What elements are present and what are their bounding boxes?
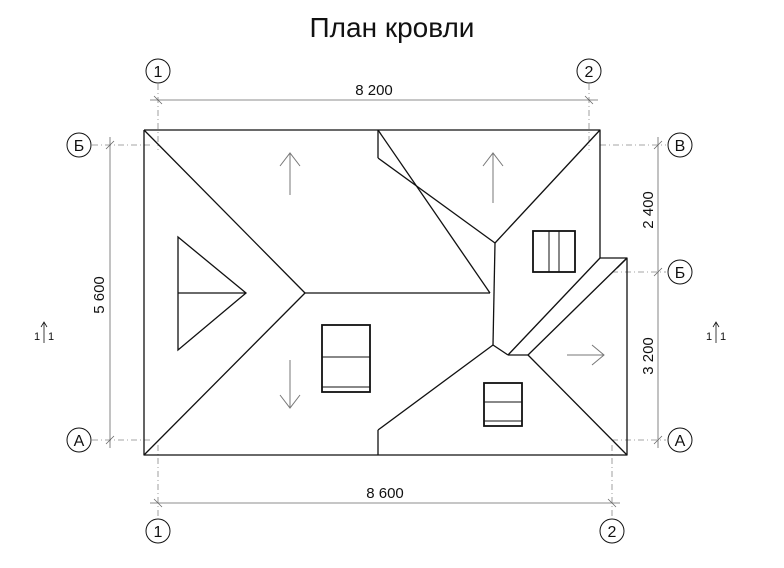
section-mark-left: 1 1 bbox=[34, 321, 54, 343]
section-mark-left-a: 1 bbox=[34, 331, 40, 343]
axis-label-left-top: Б bbox=[74, 138, 85, 155]
axis-label-right-mid: Б bbox=[675, 265, 686, 282]
dormer-triangle bbox=[177, 235, 248, 352]
dim-left: 5 600 bbox=[91, 276, 108, 314]
dimension-lines bbox=[105, 95, 663, 508]
axis-lines bbox=[92, 84, 666, 520]
dim-top: 8 200 bbox=[355, 82, 393, 99]
roof-outline bbox=[143, 129, 628, 456]
skylight-bottom-right bbox=[483, 382, 523, 427]
arrow-down-icon bbox=[279, 360, 301, 409]
axis-bubbles bbox=[66, 58, 693, 544]
arrow-up-icon bbox=[482, 152, 504, 203]
section-mark-right-a: 1 bbox=[706, 331, 712, 343]
arrow-right-icon bbox=[567, 344, 605, 366]
dimension-texts: 8 200 8 600 5 600 2 400 3 200 bbox=[91, 82, 657, 502]
axis-label-right-top: В bbox=[675, 138, 686, 155]
drawing-title: План кровли bbox=[309, 12, 475, 43]
section-mark-right: 1 1 bbox=[706, 321, 726, 343]
arrow-up-icon bbox=[279, 152, 301, 195]
dim-right-upper: 2 400 bbox=[640, 191, 657, 229]
axis-label-left-bottom: А bbox=[74, 433, 85, 450]
axis-label-bottom-right: 2 bbox=[608, 524, 617, 541]
axis-label-right-bottom: А bbox=[675, 433, 686, 450]
dim-right-lower: 3 200 bbox=[640, 337, 657, 375]
section-mark-right-b: 1 bbox=[720, 331, 726, 343]
axis-label-top-right: 2 bbox=[585, 64, 594, 81]
axis-label-top-left: 1 bbox=[154, 64, 163, 81]
axis-labels: 1 2 1 2 Б А В Б А bbox=[74, 64, 686, 541]
slope-arrows bbox=[279, 152, 605, 409]
section-mark-left-b: 1 bbox=[48, 331, 54, 343]
skylight-left bbox=[321, 324, 371, 393]
dim-bottom: 8 600 bbox=[366, 485, 404, 502]
axis-label-bottom-left: 1 bbox=[154, 524, 163, 541]
skylight-top-right bbox=[532, 230, 576, 273]
